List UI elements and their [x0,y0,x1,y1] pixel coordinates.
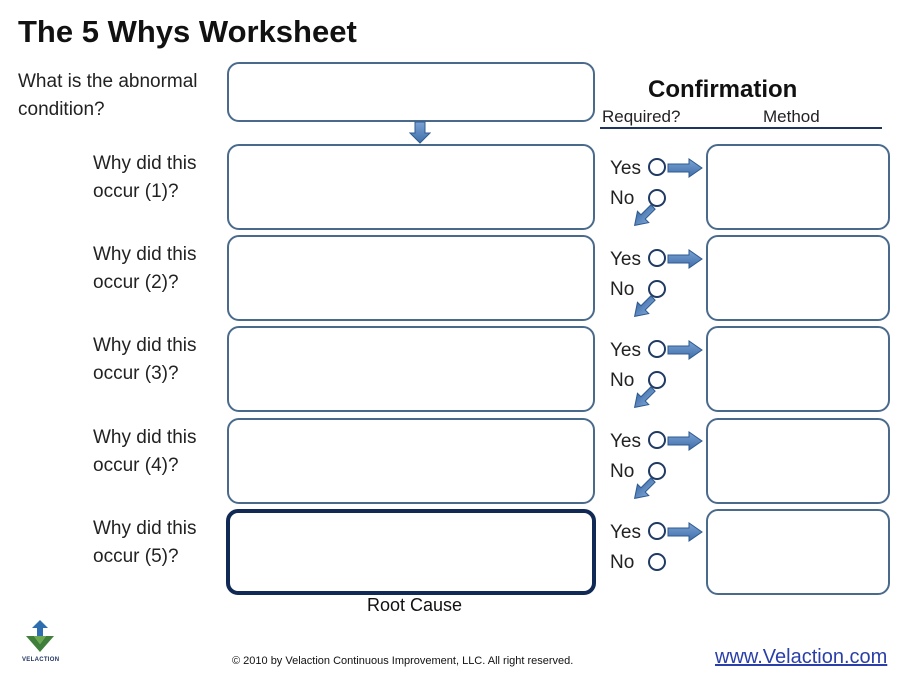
copyright-footer: © 2010 by Velaction Continuous Improveme… [232,655,574,667]
no-radio-5[interactable] [648,553,666,571]
yes-radio-2[interactable] [648,249,666,267]
why-1-input[interactable] [227,144,595,230]
why-1-label: Why did this occur (1)? [93,153,197,202]
why-5-label: Why did this occur (5)? [93,518,197,567]
why-3-label: Why did this occur (3)? [93,335,197,384]
down-arrow-icon [408,121,432,144]
yes-label-5: Yes [610,522,641,543]
why-5-root-cause-input[interactable] [226,509,596,595]
yes-label-2: Yes [610,249,641,270]
why-3-input[interactable] [227,326,595,412]
no-label-5: No [610,552,635,573]
no-label-4: No [610,461,635,482]
abnormal-condition-input[interactable] [227,62,595,122]
why-2-input[interactable] [227,235,595,321]
diagonal-arrow-icon [633,295,656,318]
yes-label-4: Yes [610,431,641,452]
right-arrow-icon [667,249,703,269]
method-input-1[interactable] [706,144,890,230]
no-radio-1[interactable] [648,189,666,207]
method-input-5[interactable] [706,509,890,595]
page-title: The 5 Whys Worksheet [18,14,357,49]
no-label-2: No [610,279,635,300]
required-header: Required? [602,107,681,126]
yes-label-3: Yes [610,340,641,361]
diagonal-arrow-icon [633,386,656,409]
why-2-label: Why did this occur (2)? [93,244,197,293]
right-arrow-icon [667,431,703,451]
right-arrow-icon [667,340,703,360]
velaction-logo-icon [26,620,54,652]
diagonal-arrow-icon [633,477,656,500]
confirmation-divider [600,127,882,129]
method-input-2[interactable] [706,235,890,321]
root-cause-label: Root Cause [367,595,463,615]
right-arrow-icon [667,522,703,542]
no-radio-2[interactable] [648,280,666,298]
yes-label-1: Yes [610,158,641,179]
yes-radio-1[interactable] [648,158,666,176]
yes-radio-4[interactable] [648,431,666,449]
method-header: Method [763,107,820,126]
abnormal-condition-label: What is the abnormal condition? [18,71,198,120]
method-input-3[interactable] [706,326,890,412]
no-label-3: No [610,370,635,391]
why-4-label: Why did this occur (4)? [93,427,197,476]
no-label-1: No [610,188,635,209]
no-radio-4[interactable] [648,462,666,480]
diagonal-arrow-icon [633,204,656,227]
website-link[interactable]: www.Velaction.com [715,646,888,668]
logo-text: VELACTION [22,657,60,663]
why-4-input[interactable] [227,418,595,504]
yes-radio-5[interactable] [648,522,666,540]
method-input-4[interactable] [706,418,890,504]
confirmation-title: Confirmation [648,76,798,103]
yes-radio-3[interactable] [648,340,666,358]
right-arrow-icon [667,158,703,178]
no-radio-3[interactable] [648,371,666,389]
